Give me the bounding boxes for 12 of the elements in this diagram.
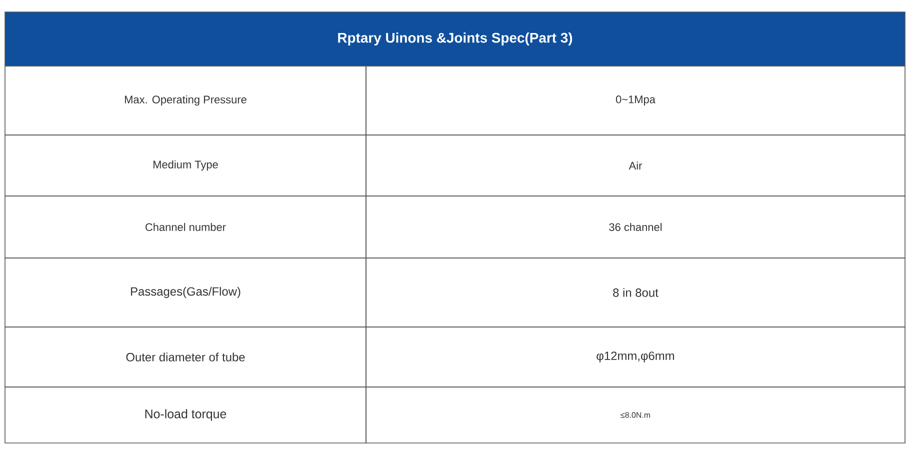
table-cell: 8 in 8out bbox=[366, 258, 906, 328]
table-cell: Outer diameter of tube bbox=[4, 326, 366, 388]
table-cell: φ12mm,φ6mm bbox=[366, 326, 906, 388]
table-cell: No-load torque bbox=[4, 386, 366, 444]
table-cell: Air bbox=[366, 134, 906, 196]
table-cell: 36 channel bbox=[366, 196, 906, 258]
table-cell: Medium Type bbox=[4, 134, 366, 196]
table-cell: Passages(Gas/Flow) bbox=[4, 258, 366, 328]
table-cell: 0~1Mpa bbox=[366, 66, 906, 136]
table-cell: Max. Operating Pressure bbox=[4, 66, 366, 136]
table-header: Rptary Uinons &Joints Spec(Part 3) bbox=[4, 12, 906, 66]
table-cell: Channel number bbox=[4, 196, 366, 258]
